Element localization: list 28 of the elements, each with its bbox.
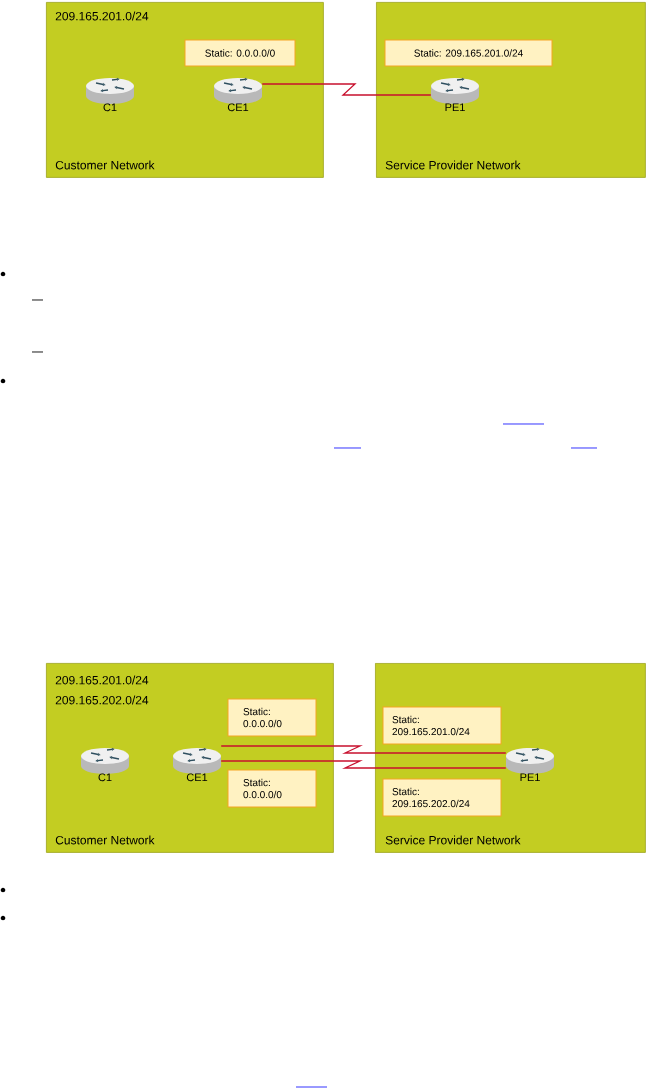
network-name: Customer Network <box>55 835 155 845</box>
node-label: PE1 <box>445 103 465 111</box>
subnet-label: 209.165.201.0/24 <box>55 11 149 21</box>
node-label: PE1 <box>520 773 540 781</box>
network-name: Customer Network <box>55 160 155 170</box>
route-box: Static: 209.165.201.0/24 <box>382 706 502 745</box>
node-label: C1 <box>98 773 112 782</box>
node-label: CE1 <box>186 773 208 782</box>
subnet-label: 209.165.202.0/24 <box>55 695 149 705</box>
route-box: Static: 209.165.202.0/24 <box>382 778 502 817</box>
router: CE1 <box>214 77 262 112</box>
serial-link <box>261 83 432 96</box>
node-label: CE1 <box>227 103 249 112</box>
route-box: Static: 0.0.0.0/0 <box>227 698 317 737</box>
serial-link <box>220 760 507 769</box>
route-box: Static: 0.0.0.0/0 <box>227 769 317 808</box>
network-name: Service Provider Network <box>385 160 521 170</box>
router: C1 <box>81 747 129 782</box>
route-box: Static: 0.0.0.0/0 <box>184 39 296 67</box>
router: PE1 <box>431 77 479 111</box>
route-box: Static: 209.165.201.0/24 <box>384 39 553 67</box>
router: C1 <box>86 77 134 112</box>
router: CE1 <box>173 747 221 782</box>
node-label: C1 <box>103 103 117 112</box>
serial-link <box>220 745 507 754</box>
router: PE1 <box>506 747 554 781</box>
subnet-label: 209.165.201.0/24 <box>55 675 149 685</box>
network-name: Service Provider Network <box>385 835 521 845</box>
